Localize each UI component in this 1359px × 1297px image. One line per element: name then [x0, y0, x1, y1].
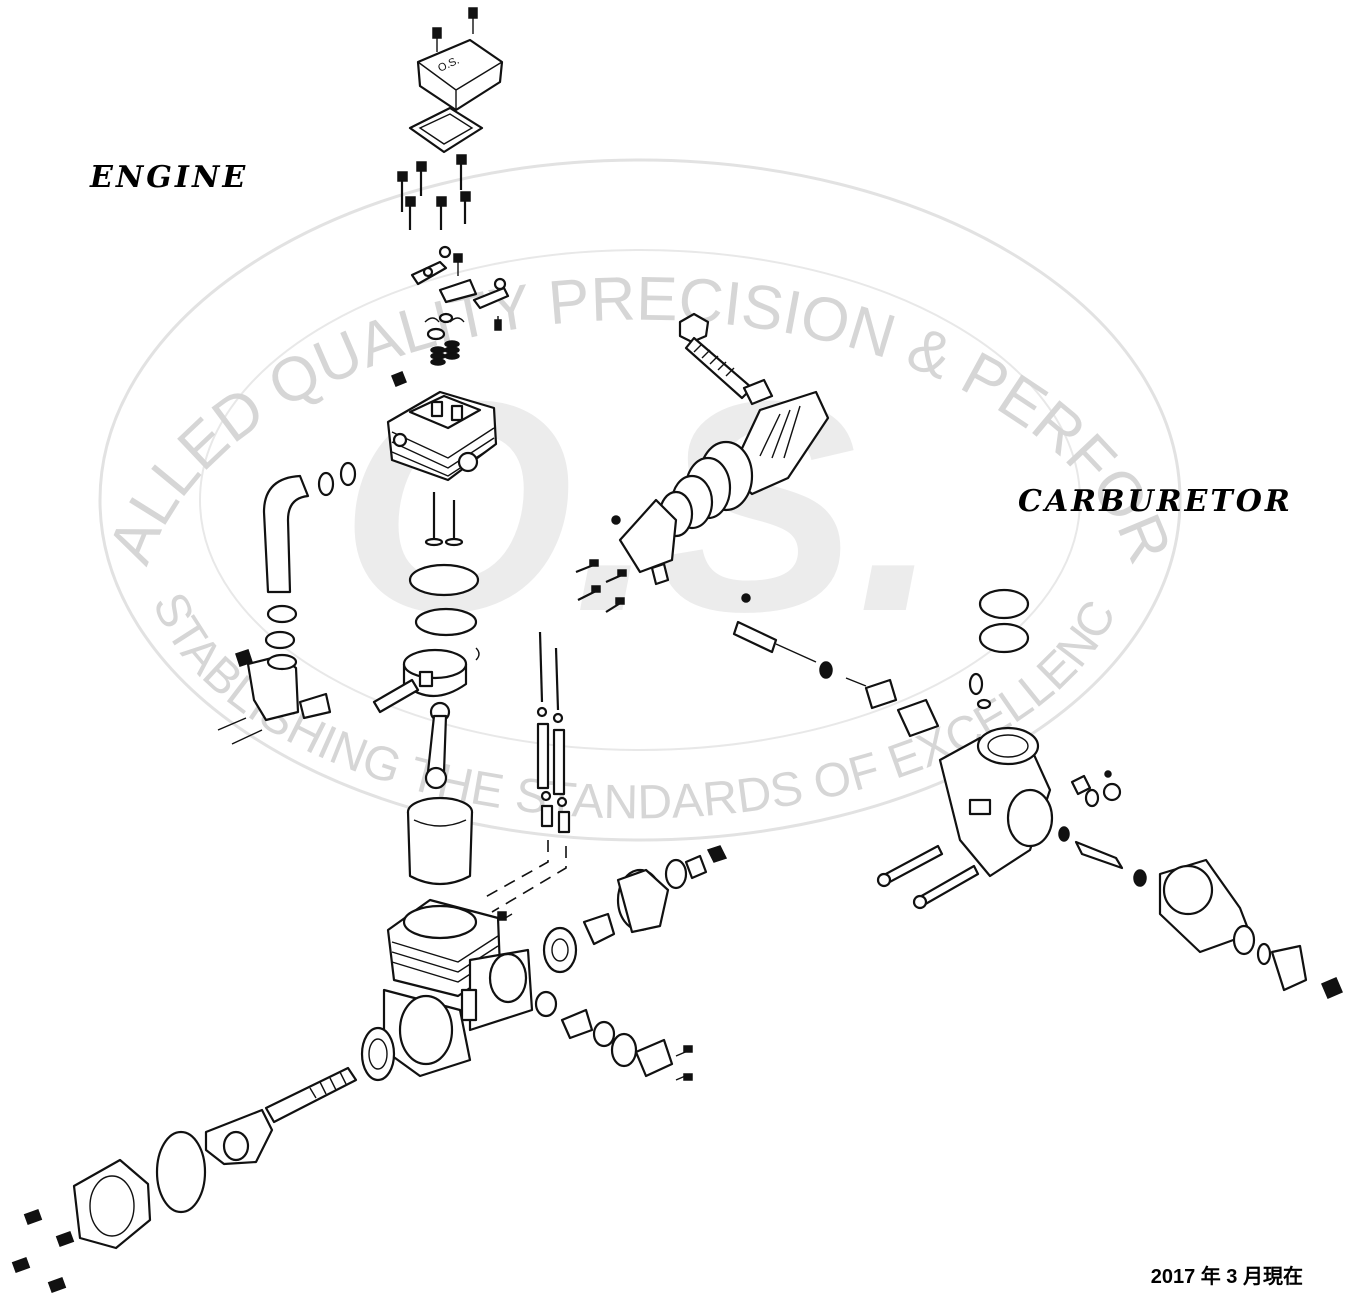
- cam-cover-parts: [534, 990, 693, 1081]
- rocker-cover: O.S.: [416, 38, 504, 112]
- carburetor-orings: [978, 588, 1030, 654]
- carburetor-body: [938, 726, 1054, 878]
- back-cover: [72, 1158, 152, 1250]
- connecting-rod: [424, 701, 451, 790]
- head-bolts: [397, 154, 471, 230]
- rear-housing-parts: [542, 845, 728, 974]
- cover-screws: [432, 7, 478, 52]
- back-cover-gasket: [155, 1130, 207, 1214]
- piston-rings: [408, 563, 480, 637]
- engine-label: ENGINE: [90, 160, 249, 195]
- cylinder-liner: [406, 796, 474, 886]
- front-bearing: [360, 1026, 396, 1082]
- date-note: 2017 年 3 月現在: [1150, 1266, 1303, 1288]
- valves: [424, 492, 464, 547]
- crankcase: [382, 898, 534, 1078]
- carburetor-screws: [876, 844, 980, 910]
- main-carburetor-small: [217, 604, 332, 745]
- piston: [372, 647, 480, 714]
- valve-springs: [424, 312, 465, 366]
- cover-gasket: [408, 106, 484, 154]
- intake-manifold: [262, 461, 357, 594]
- carburetor-label: CARBURETOR: [1018, 484, 1293, 519]
- muffler-screws: [575, 559, 627, 613]
- carburetor-throttle-barrel: [1158, 858, 1343, 999]
- needle-valve: [732, 593, 992, 738]
- carburetor-small-parts: [1058, 770, 1147, 887]
- cylinder-head: [386, 371, 498, 482]
- crankshaft: [204, 1066, 358, 1166]
- back-cover-screws: [11, 1208, 75, 1294]
- muffler: [611, 312, 830, 586]
- pushrods: [479, 631, 571, 913]
- rocker-arms: [410, 245, 510, 331]
- watermark: UNEQUALLED QUALITY PRECISION & PERFORMAN…: [0, 0, 1184, 842]
